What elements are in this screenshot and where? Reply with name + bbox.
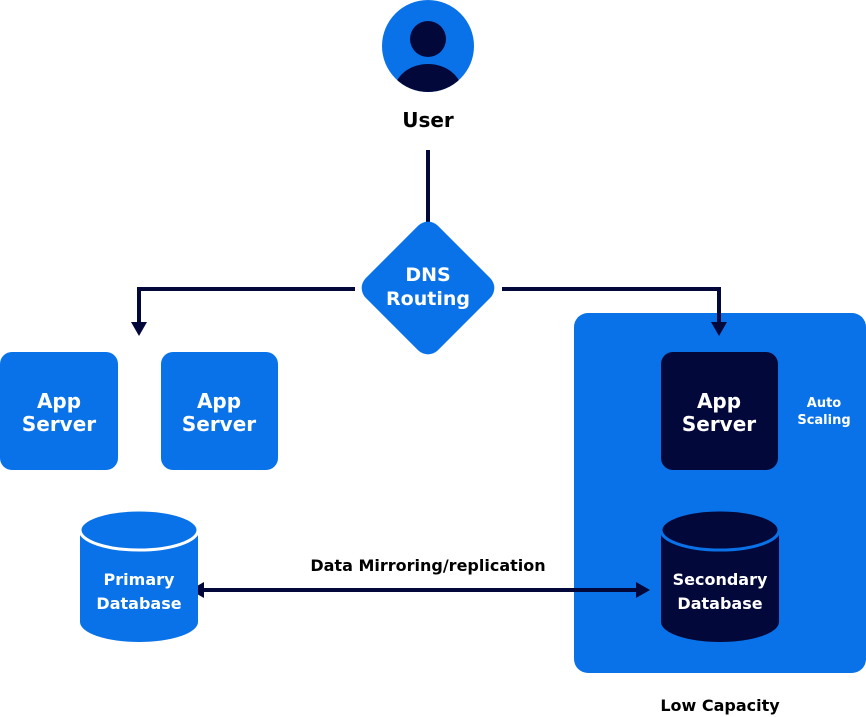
- app-server-2-line2: Server: [182, 412, 256, 436]
- arrow-down-right: [711, 322, 727, 336]
- secondary-database-line1: Secondary: [673, 570, 768, 589]
- primary-database-line2: Database: [96, 594, 181, 613]
- replication-label: Data Mirroring/replication: [310, 556, 545, 575]
- primary-database-line1: Primary: [104, 570, 175, 589]
- auto-scaling-line1: Auto: [807, 396, 842, 411]
- user-label: User: [402, 108, 454, 132]
- dns-to-right-line: [502, 287, 721, 326]
- app-server-2: [161, 352, 278, 470]
- auto-scaling-app-server: [661, 352, 778, 470]
- low-capacity-caption: Low Capacity: [660, 696, 780, 715]
- right-app-server-line1: App: [697, 389, 741, 413]
- app-server-1-line1: App: [37, 389, 81, 413]
- app-server-1: [0, 352, 118, 470]
- dns-label-line1: DNS: [405, 264, 450, 286]
- app-server-2-line1: App: [197, 389, 241, 413]
- user-avatar-icon: [382, 0, 474, 92]
- app-server-1-line2: Server: [22, 412, 96, 436]
- secondary-database-line2: Database: [677, 594, 762, 613]
- primary-database-icon: [78, 508, 200, 642]
- dns-to-left-line: [137, 287, 355, 326]
- dns-label-line2: Routing: [386, 288, 470, 310]
- connectors: [137, 150, 721, 592]
- auto-scaling-line2: Scaling: [797, 413, 850, 428]
- arrow-right-secondary: [636, 582, 650, 598]
- right-app-server-line2: Server: [682, 412, 756, 436]
- low-capacity-cluster: [574, 313, 866, 673]
- secondary-database-icon: [659, 508, 781, 642]
- arrow-down-left: [131, 322, 147, 336]
- dns-routing-node: [361, 221, 495, 355]
